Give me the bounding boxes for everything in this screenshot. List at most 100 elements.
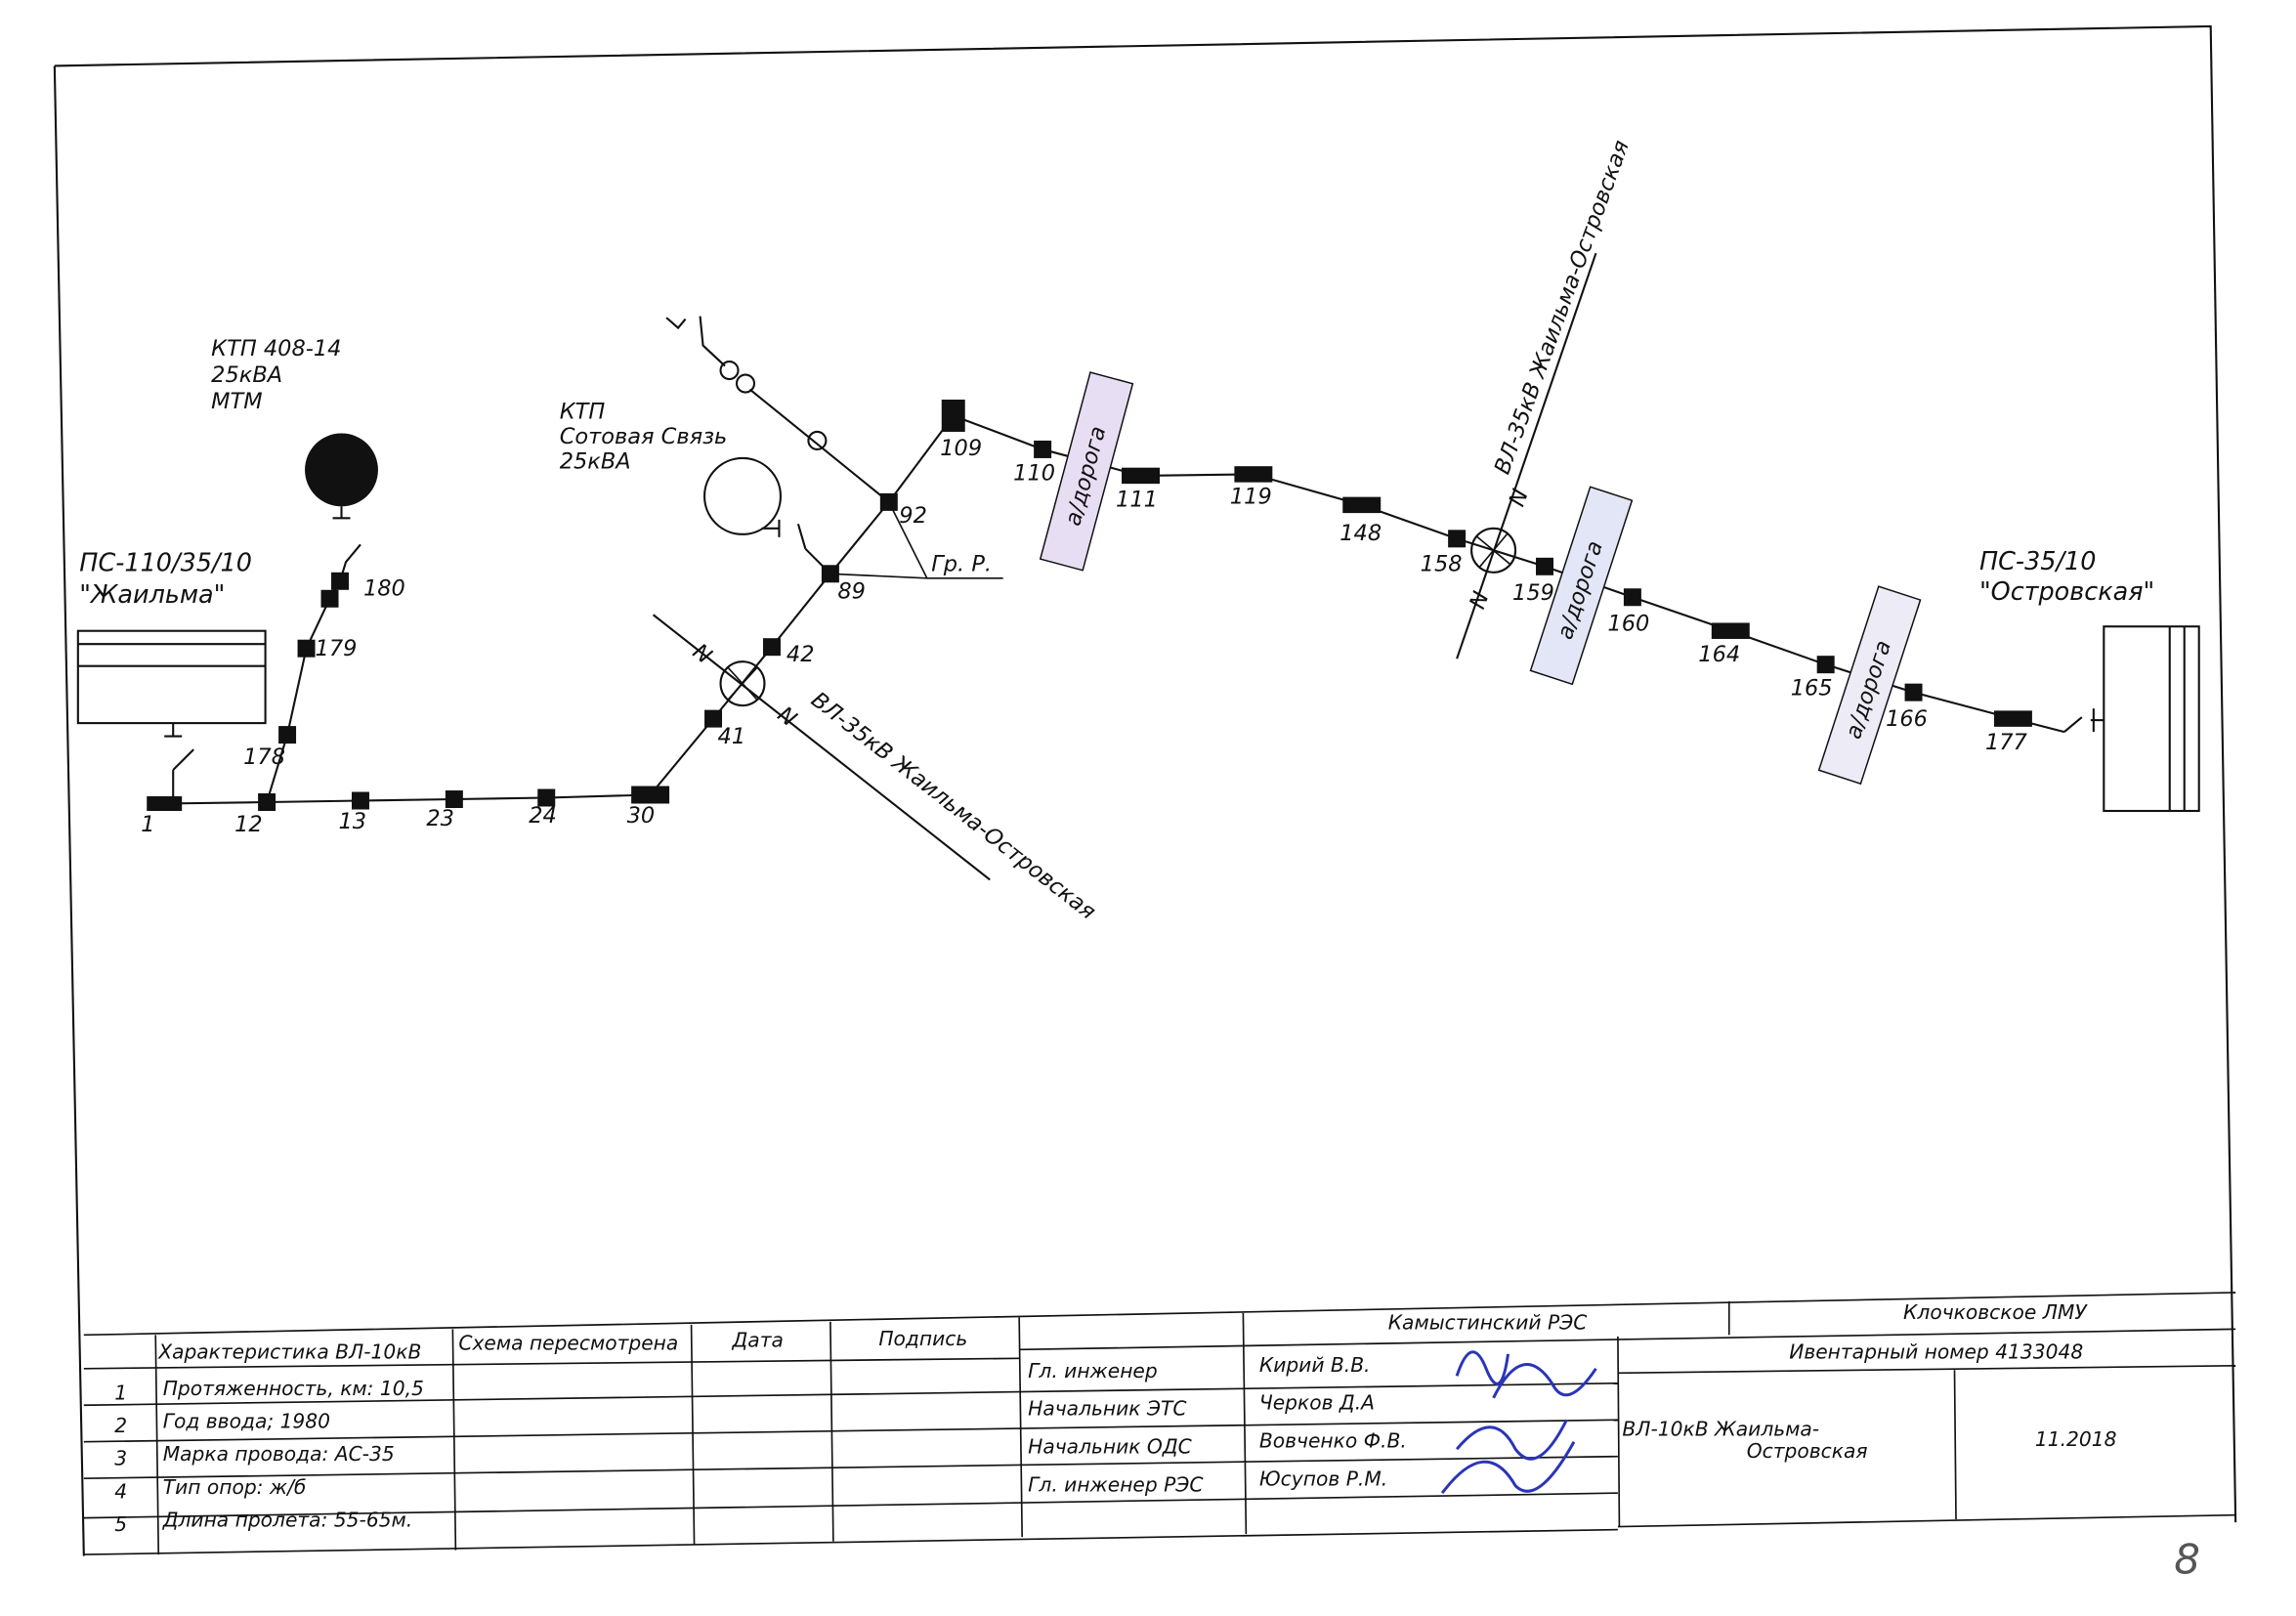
- pole-label: 42: [787, 642, 815, 667]
- characteristic-text: Тип опор: ж/б: [163, 1475, 307, 1499]
- ktp-408-name: КТП 408-14: [211, 336, 341, 361]
- pole-89: [821, 565, 839, 583]
- pole-label: 177: [1985, 730, 2028, 755]
- signer-name: Юсупов Р.М.: [1259, 1467, 1387, 1491]
- drawing-date: 11.2018: [2035, 1427, 2117, 1451]
- pole-label: 89: [837, 579, 866, 605]
- ktp-408-icon: [305, 433, 378, 507]
- page-number: 8: [2174, 1536, 2200, 1584]
- pole-label: 158: [1421, 551, 1463, 576]
- title-block: [83, 1292, 2236, 1555]
- pole-label: 179: [316, 636, 358, 661]
- vl35-label-2: ВЛ-35кВ Жаильма-Островская: [1490, 137, 1635, 478]
- pole-42: [762, 638, 781, 657]
- vl35-line-2: [1456, 252, 1597, 659]
- org-res: Камыстинский РЭС: [1388, 1310, 1589, 1334]
- characteristic-text: Длина пролета: 55-65м.: [162, 1509, 413, 1532]
- ktp-sotovaya-power: 25кВА: [560, 448, 631, 474]
- pole-1: [147, 796, 183, 811]
- crossing-icon: [719, 660, 766, 707]
- characteristic-num: 2: [114, 1414, 127, 1437]
- sheet-frame-left: [53, 65, 85, 1556]
- characteristic-text: Протяженность, км: 10,5: [163, 1377, 424, 1400]
- pole-label: 109: [940, 436, 982, 461]
- characteristic-text: Марка провода: АС-35: [163, 1442, 395, 1466]
- revision-scheme-header: Схема пересмотрена: [458, 1331, 678, 1354]
- signer-name: Черков Д.А: [1259, 1391, 1375, 1415]
- substation-left-title: "Жаильма": [79, 580, 225, 610]
- characteristic-text: Год ввода; 1980: [163, 1409, 330, 1432]
- pole-166: [1904, 683, 1923, 702]
- characteristic-num: 5: [114, 1512, 127, 1536]
- signer-role: Начальник ЭТС: [1028, 1397, 1187, 1421]
- pole-label: 164: [1698, 642, 1740, 667]
- characteristic-num: 3: [114, 1447, 127, 1470]
- pole-label: 1: [141, 812, 154, 837]
- substation-right-name: ПС-35/10: [1979, 547, 2096, 576]
- pole-label: 41: [718, 724, 746, 749]
- inventory-number: Ивентарный номер 4133048: [1789, 1340, 2083, 1363]
- pole-label: 92: [899, 503, 927, 529]
- pole-label: 166: [1886, 706, 1928, 732]
- pole-180: [331, 572, 349, 590]
- drawing-title-1: ВЛ-10кВ Жаильма-: [1622, 1418, 1819, 1441]
- pole-label: 110: [1013, 460, 1055, 486]
- pole-13: [351, 791, 369, 810]
- org-lmu: Клочковское ЛМУ: [1903, 1300, 2088, 1324]
- ktp-sotovaya-owner: Сотовая Связь: [560, 424, 728, 449]
- pole-111: [1122, 467, 1160, 485]
- pole-label: 12: [234, 812, 263, 837]
- pole-110: [1034, 440, 1052, 458]
- pole-41: [704, 709, 723, 728]
- pole-148: [1342, 496, 1382, 514]
- signer-role: Гл. инженер РЭС: [1028, 1473, 1204, 1497]
- pole-164: [1711, 622, 1750, 639]
- pole-label: 148: [1339, 521, 1382, 546]
- pole-119: [1234, 466, 1273, 483]
- pole-160: [1623, 588, 1641, 607]
- pole-label: 165: [1791, 676, 1833, 702]
- ktp-408-power: 25кВА: [211, 362, 282, 388]
- sheet-frame: [54, 24, 2237, 1523]
- pole-92: [879, 492, 898, 511]
- road-crossing: а/дорога: [1529, 486, 1634, 686]
- pole-165: [1816, 656, 1835, 674]
- pole-177: [1993, 710, 2032, 727]
- revision-date-header: Дата: [732, 1328, 784, 1351]
- signer-role: Гл. инженер: [1028, 1359, 1158, 1382]
- pole-label: 159: [1512, 580, 1554, 606]
- pole-label: 180: [363, 576, 405, 602]
- pole-179: [297, 639, 316, 658]
- vl35-label-1: ВЛ-35кВ Жаильма-Островская: [806, 687, 1100, 924]
- pole-30: [631, 786, 670, 804]
- substation-right-title: "Островская": [1979, 577, 2154, 607]
- switch-icon: [2063, 716, 2083, 733]
- pole-label: 24: [529, 803, 557, 829]
- signatures: [1440, 1350, 1597, 1495]
- drawing-title-2: Островская: [1747, 1439, 1868, 1463]
- revision-signature-header: Подпись: [878, 1327, 967, 1350]
- ktp-408-owner: МТМ: [211, 389, 263, 414]
- pole-label: 160: [1607, 612, 1649, 637]
- characteristic-num: 4: [114, 1479, 127, 1503]
- pole-109: [941, 400, 965, 432]
- n-mark: N: [688, 639, 716, 669]
- substation-left-name: ПС-110/35/10: [79, 548, 252, 577]
- gr-label: Гр. Р.: [931, 551, 992, 576]
- pole-158: [1448, 530, 1467, 548]
- branch-line-north: [748, 388, 890, 503]
- pole-180b: [320, 589, 339, 608]
- pole-24: [537, 788, 556, 807]
- ground-icon: [665, 317, 687, 330]
- pole-label: 178: [243, 744, 285, 770]
- pole-label: 30: [627, 803, 656, 829]
- characteristics-header: Характеристика ВЛ-10кВ: [157, 1340, 421, 1363]
- crossing-icon: [1470, 527, 1517, 574]
- signer-role: Начальник ОДС: [1028, 1435, 1192, 1459]
- pole-label: 119: [1230, 484, 1272, 509]
- pole-label: 13: [339, 809, 367, 834]
- pole-label: 23: [426, 806, 454, 831]
- signer-name: Вовченко Ф.В.: [1259, 1429, 1407, 1453]
